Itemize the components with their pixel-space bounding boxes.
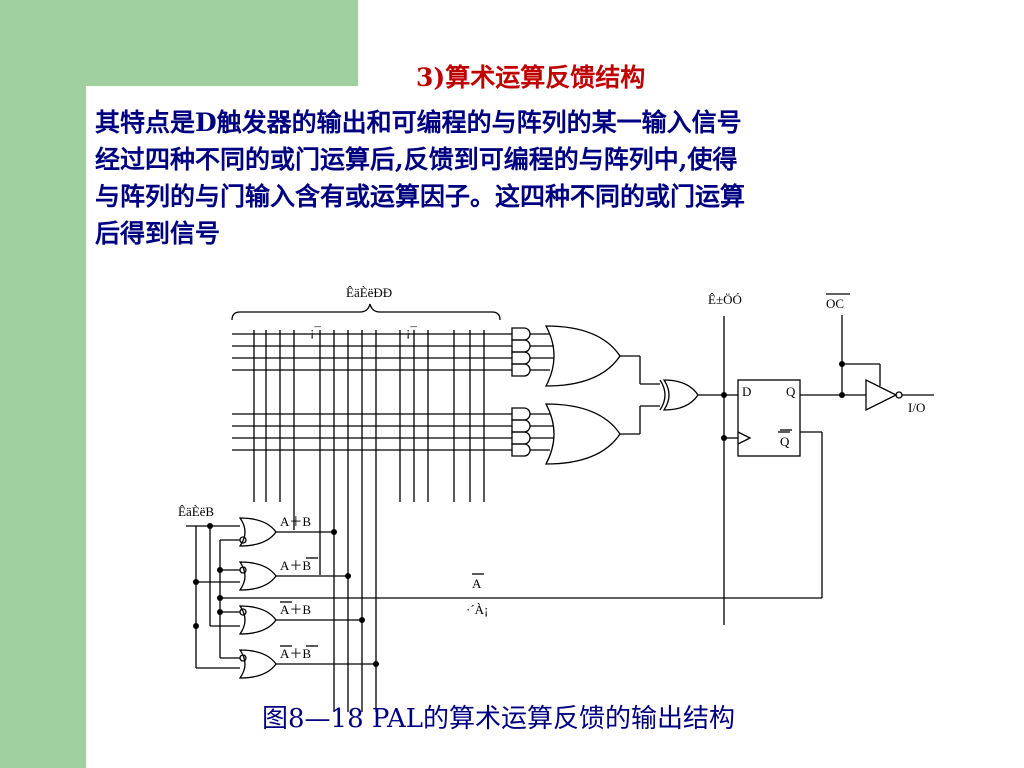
or-term-label: A＋B	[280, 514, 311, 529]
product-term-rows	[232, 333, 512, 451]
or-gate-upper	[544, 325, 621, 387]
slide-body: 其特点是D触发器的输出和可编程的与阵列的某一输入信号 经过四种不同的或门运算后,…	[95, 104, 995, 252]
slide-title: 3)算术运算反馈结构	[416, 63, 646, 92]
column-mark: ¡¯	[406, 324, 417, 339]
or-term-label: A＋B	[280, 646, 311, 661]
clock-label: Ê±ÖÓ	[708, 292, 742, 307]
input-rows-label: ÊäÈëÐÐ	[346, 285, 392, 300]
input-b-label: ÊäÈëB	[178, 504, 214, 519]
d-flip-flop	[737, 379, 801, 457]
body-line: 经过四种不同的或门运算后,反馈到可编程的与阵列中,使得	[95, 145, 738, 174]
ff-q-label: Q	[786, 384, 796, 399]
column-mark: ¡¯	[310, 324, 321, 339]
output-buffer	[865, 378, 898, 412]
figure-caption: 图8—18 PAL的算术运算反馈的输出结构	[262, 704, 736, 734]
xor-gate	[659, 379, 666, 411]
or-term-label: A＋B	[280, 602, 311, 617]
and-gates-lower	[511, 407, 554, 457]
a-label: A	[472, 576, 482, 591]
or-term-label: A＋B	[280, 558, 311, 573]
input-columns	[253, 330, 485, 712]
input-brace	[231, 303, 501, 321]
io-label: I/O	[908, 400, 925, 415]
left-green-bar	[0, 0, 86, 768]
feedback-label: ·´À¡	[466, 602, 488, 617]
body-line: 其特点是D触发器的输出和可编程的与阵列的某一输入信号	[95, 108, 742, 137]
body-line: 后得到信号	[95, 219, 221, 248]
ff-qbar-label: Q	[780, 434, 790, 449]
ff-d-label: D	[742, 384, 751, 399]
oc-label: OC	[826, 296, 844, 311]
and-gates-upper	[511, 327, 554, 377]
or-gate-lower	[544, 403, 621, 465]
top-green-block	[86, 0, 358, 86]
junction-dots	[193, 361, 845, 667]
body-line: 与阵列的与门输入含有或运算因子。这四种不同的或门运算	[95, 182, 746, 211]
